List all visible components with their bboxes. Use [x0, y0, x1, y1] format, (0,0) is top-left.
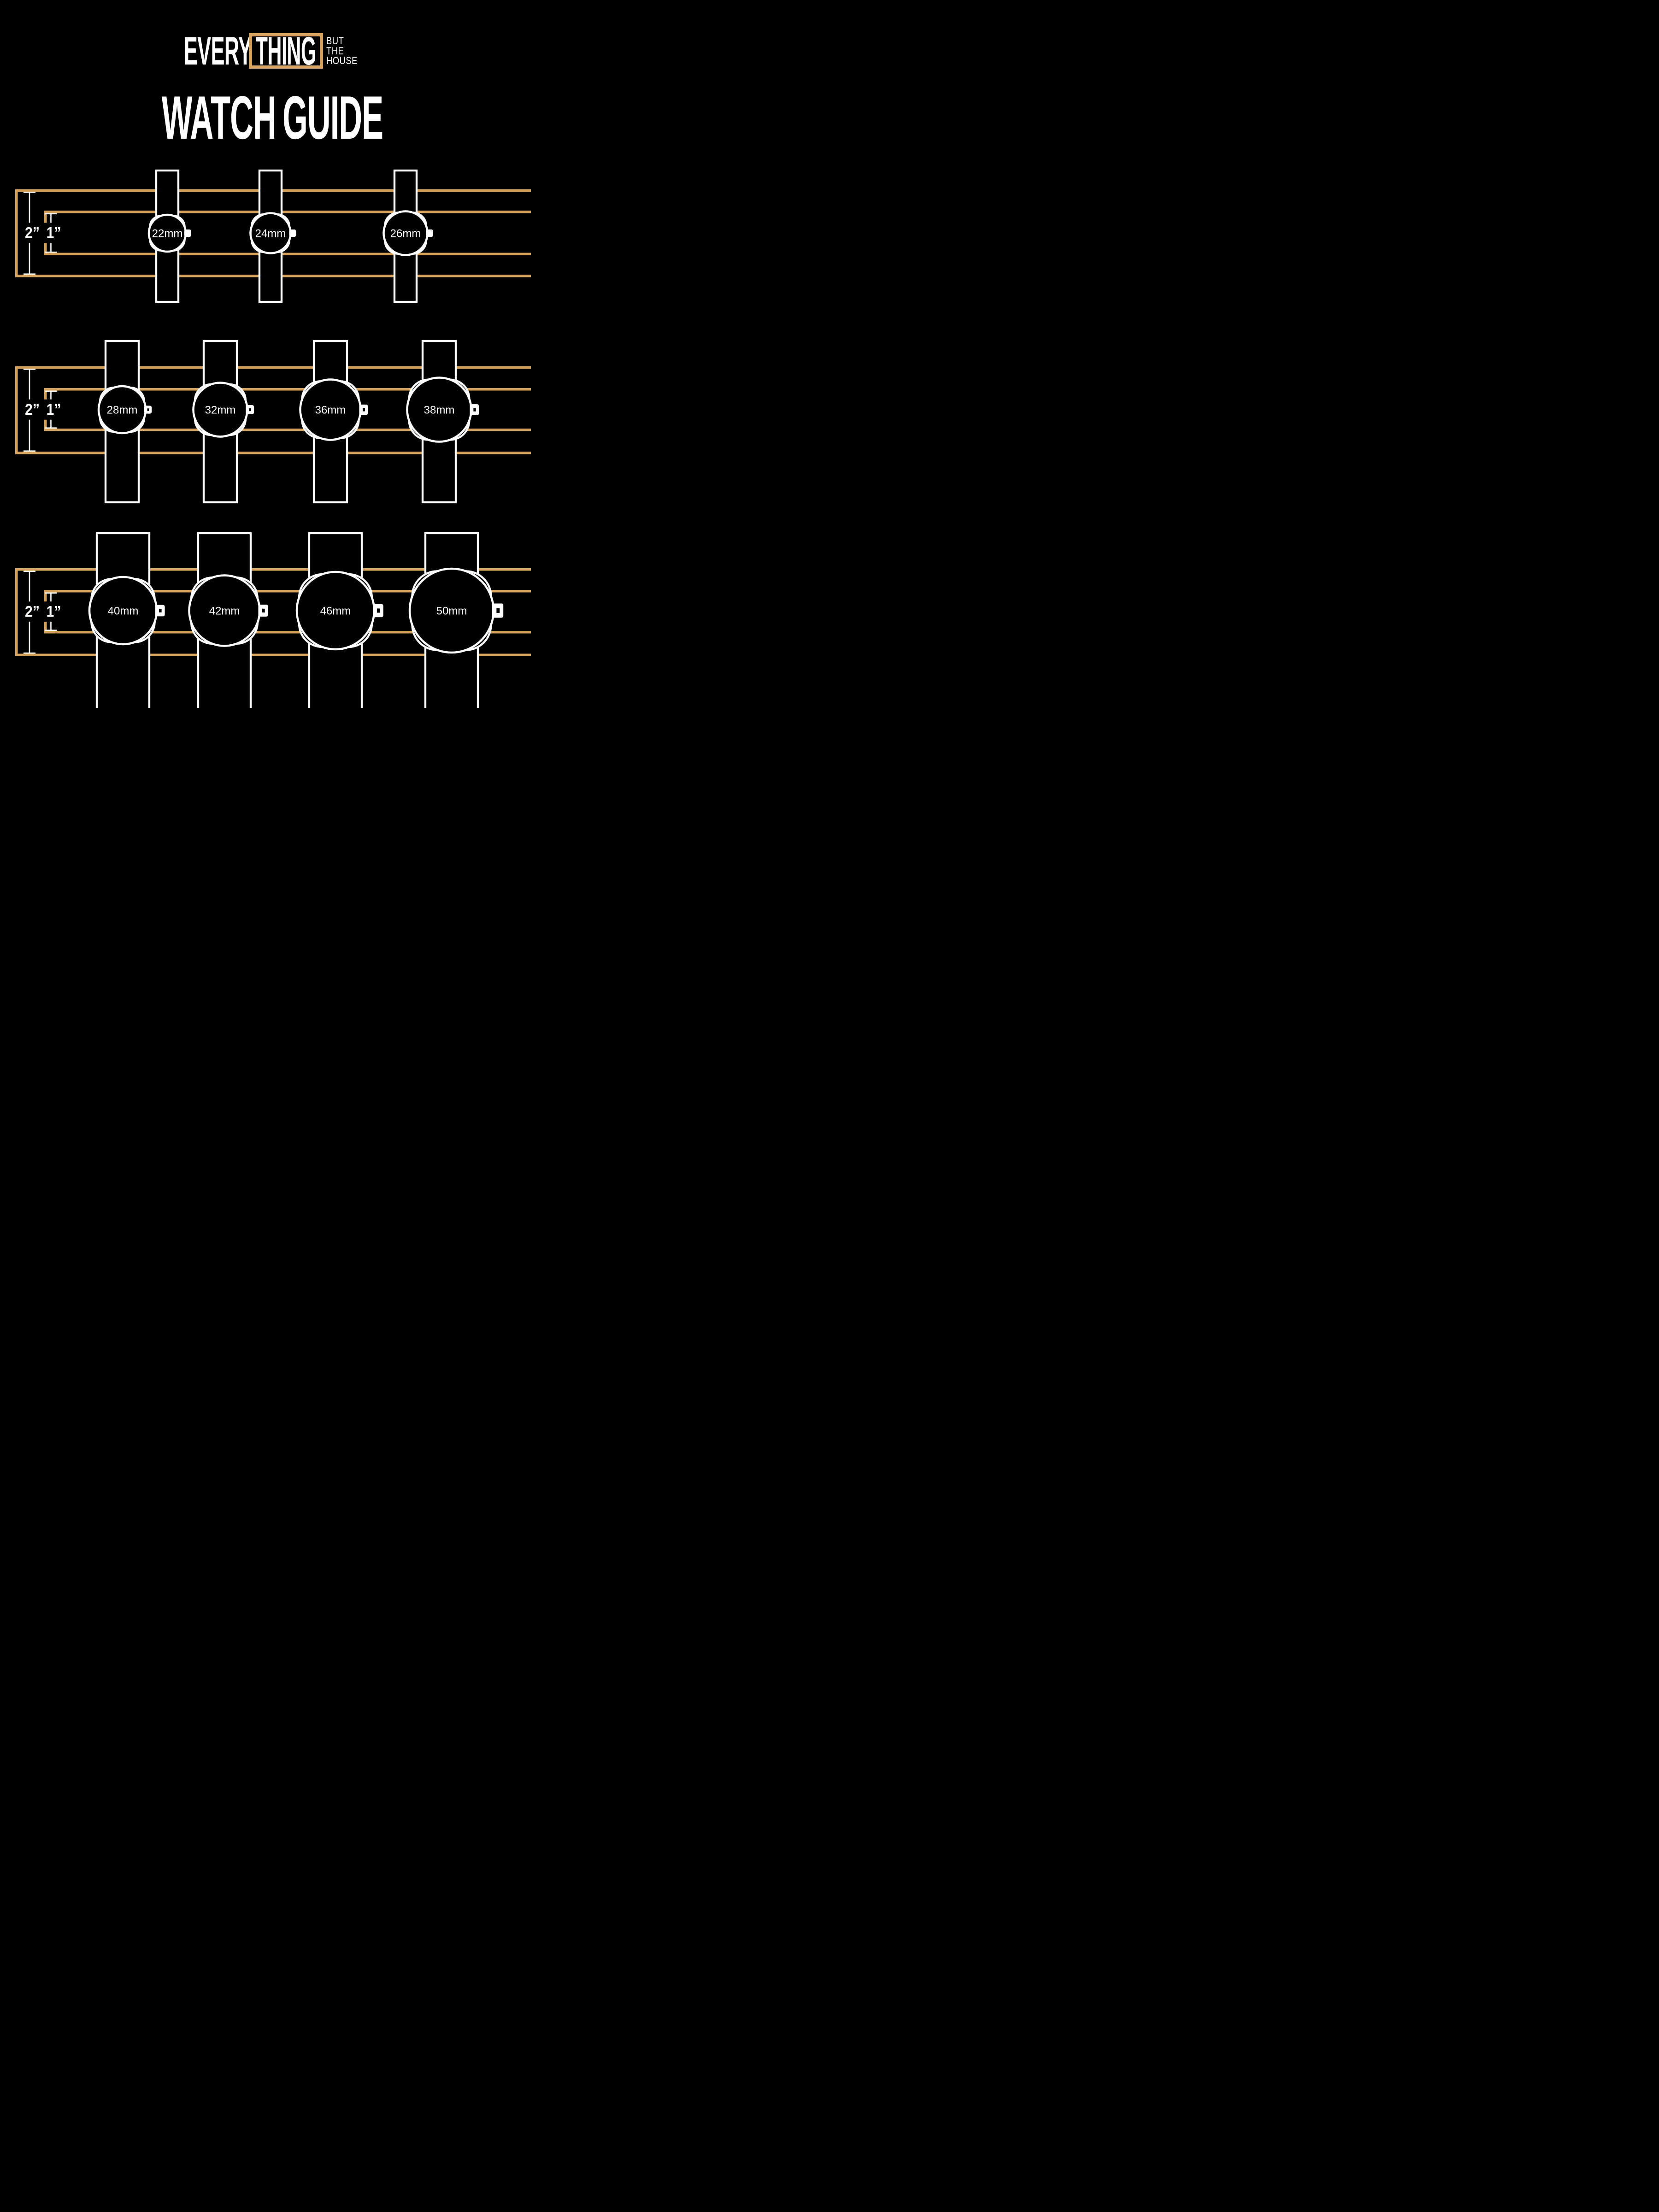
dimension-1in-label: 1” — [47, 401, 61, 418]
watch-size-label: 50mm — [436, 605, 467, 618]
logo-tagline: BUT THE HOUSE — [326, 36, 358, 66]
watch-38mm: 38mm — [406, 340, 479, 504]
dimension-1in-label-backing — [44, 399, 63, 420]
watch-32mm: 32mm — [192, 340, 254, 504]
watch-size-label: 40mm — [108, 605, 139, 618]
logo-tagline-line-2: THE — [326, 45, 344, 57]
watch-size-label: 26mm — [390, 228, 421, 240]
watch-size-label: 36mm — [315, 404, 346, 417]
watch-crown-notch — [496, 608, 500, 613]
watch-42mm: 42mm — [188, 532, 268, 708]
watch-size-label: 24mm — [255, 228, 286, 240]
size-row-large-watches: 2” 1” 40mm 42mm 46mm 50mm — [15, 532, 531, 708]
watch-crown-notch — [377, 608, 380, 613]
inner-1in-bracket-top-border — [44, 211, 531, 213]
size-row-medium-watches: 2” 1” 28mm 32mm 36mm 38mm — [15, 340, 531, 504]
watch-crown-icon — [426, 229, 433, 237]
dimension-2in-label-backing — [23, 399, 41, 420]
dimension-1in-label-backing — [44, 223, 63, 243]
dimension-2in-label: 2” — [25, 401, 40, 418]
watch-size-label: 38mm — [424, 404, 455, 417]
dimension-1in-top-tick — [45, 390, 57, 392]
inner-1in-bracket-bottom-border — [44, 429, 531, 431]
watch-36mm: 36mm — [299, 340, 368, 504]
logo-word-thing: THING — [255, 29, 317, 73]
watch-size-label: 46mm — [320, 605, 351, 618]
watch-22mm: 22mm — [147, 169, 191, 303]
outer-2in-bracket-bottom-border — [15, 452, 531, 454]
watch-size-label: 28mm — [107, 404, 138, 417]
inner-1in-bracket-bottom-border — [44, 253, 531, 255]
inner-1in-bracket-top-border — [44, 590, 531, 593]
dimension-1in-bottom-tick — [45, 427, 57, 429]
dimension-1in-label-backing — [44, 601, 63, 622]
dimension-2in-top-tick — [24, 192, 35, 193]
dimension-1in-label: 1” — [47, 603, 61, 620]
size-row-small-watches: 2” 1” 22mm 24mm 26mm — [15, 169, 531, 303]
dimension-2in-top-tick — [24, 369, 35, 370]
watch-crown-notch — [147, 408, 149, 411]
outer-2in-bracket-left-border — [15, 189, 18, 277]
watch-crown-notch — [473, 408, 476, 412]
watch-crown-notch — [249, 408, 252, 412]
dimension-2in-top-tick — [24, 571, 35, 572]
outer-2in-bracket-bottom-border — [15, 653, 531, 656]
outer-2in-bracket-left-border — [15, 366, 18, 454]
dimension-2in-bottom-tick — [24, 273, 35, 275]
dimension-2in-bottom-tick — [24, 450, 35, 452]
brand-logo: EVERY THING BUT THE HOUSE — [0, 0, 531, 78]
watch-size-label: 22mm — [152, 228, 183, 240]
watch-24mm: 24mm — [249, 169, 296, 303]
logo-box: THING — [249, 29, 323, 73]
dimension-1in-label: 1” — [47, 224, 61, 242]
watch-size-label: 42mm — [209, 605, 240, 618]
watch-50mm: 50mm — [408, 532, 504, 708]
watch-crown-notch — [262, 608, 265, 613]
inner-1in-bracket-bottom-border — [44, 631, 531, 634]
dimension-2in-label-backing — [23, 223, 41, 243]
outer-2in-bracket-top-border — [15, 366, 531, 369]
dimension-1in-bottom-tick — [45, 629, 57, 631]
dimension-1in-top-tick — [45, 213, 57, 215]
logo-tagline-line-3: HOUSE — [326, 55, 358, 66]
dimension-2in-label-backing — [23, 601, 41, 622]
watch-46mm: 46mm — [295, 532, 383, 708]
logo-word-every: EVERY — [184, 29, 252, 73]
watch-crown-icon — [184, 229, 191, 237]
watch-size-label: 32mm — [205, 404, 236, 417]
dimension-1in-top-tick — [45, 592, 57, 594]
watch-crown-notch — [159, 609, 162, 612]
watch-guide-poster: EVERY THING BUT THE HOUSE WATCH GUIDE 2”… — [0, 0, 531, 708]
dimension-2in-label: 2” — [25, 603, 40, 620]
dimension-1in-bottom-tick — [45, 251, 57, 253]
dimension-2in-bottom-tick — [24, 652, 35, 654]
inner-1in-bracket-top-border — [44, 388, 531, 391]
watch-crown-icon — [289, 229, 296, 237]
outer-2in-bracket-left-border — [15, 568, 18, 656]
watch-26mm: 26mm — [382, 169, 433, 303]
dimension-2in-label: 2” — [25, 224, 40, 242]
page-title: WATCH GUIDE — [161, 83, 383, 152]
size-guide-diagram: 2” 1” 22mm 24mm 26mm 2” 1” 28mm 32mm 36mm 38mm 2” 1”… — [15, 169, 531, 708]
logo-tagline-line-1: BUT — [326, 35, 344, 47]
outer-2in-bracket-top-border — [15, 568, 531, 571]
watch-28mm: 28mm — [97, 340, 152, 504]
watch-crown-notch — [363, 408, 365, 412]
watch-40mm: 40mm — [88, 532, 165, 708]
